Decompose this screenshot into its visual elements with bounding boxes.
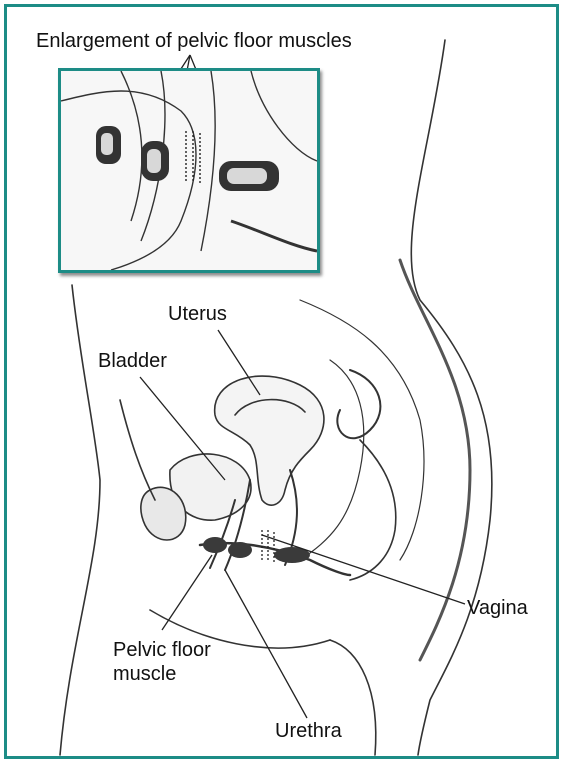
- leader-pelvic-floor: [162, 555, 212, 630]
- label-pelvic-floor-line1: Pelvic floor: [113, 638, 211, 662]
- label-pelvic-floor-muscle: Pelvic floor muscle: [113, 638, 211, 686]
- posterior-structure: [350, 440, 396, 580]
- leader-vagina: [262, 535, 465, 604]
- coccyx: [337, 370, 380, 438]
- pelvic-floor-enlargement-inset: [58, 68, 320, 273]
- anterior-structure: [120, 400, 155, 500]
- body-outline-front: [60, 285, 100, 755]
- label-vagina: Vagina: [467, 597, 528, 619]
- label-urethra: Urethra: [275, 720, 342, 742]
- muscle-band-1: [203, 537, 227, 553]
- label-bladder: Bladder: [98, 350, 167, 372]
- label-uterus: Uterus: [168, 303, 227, 325]
- muscle-band-2: [228, 542, 252, 558]
- inset-illustration: [61, 71, 317, 270]
- label-pelvic-floor-line2: muscle: [113, 662, 211, 686]
- label-enlargement: Enlargement of pelvic floor muscles: [36, 30, 352, 52]
- body-outline-back: [411, 40, 492, 755]
